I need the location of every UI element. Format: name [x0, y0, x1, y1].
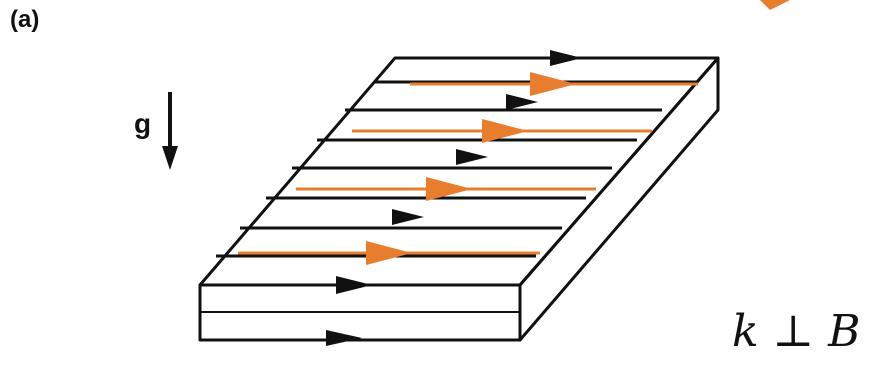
relation-perp: ⊥ [772, 306, 815, 357]
slab-top-face [198, 56, 720, 287]
wave-arrow-icon [530, 72, 576, 96]
wave-arrow-partial-icon [760, 0, 790, 10]
wave-arrow-icon [366, 241, 412, 265]
wave-arrows [238, 0, 790, 265]
slab-outline [198, 56, 720, 342]
field-arrow-icon [392, 209, 424, 225]
field-arrow-icon [506, 94, 538, 110]
relation-b: B [828, 306, 861, 357]
field-arrow-icon [326, 330, 362, 346]
wave-arrow-icon [426, 177, 472, 201]
field-arrow-icon [456, 149, 488, 165]
slab-grid-lines [216, 80, 697, 258]
relation-k: k [732, 306, 759, 357]
relation-label: k ⊥ B [732, 306, 860, 357]
slab-side-face [518, 56, 720, 342]
field-arrowheads [326, 50, 582, 346]
wave-arrow-icon [482, 119, 528, 143]
gravity-label: g [134, 108, 152, 139]
gravity-arrow-icon [162, 92, 178, 170]
field-arrow-icon [550, 50, 582, 66]
panel-label: (a) [10, 6, 40, 33]
field-arrow-icon [336, 276, 372, 294]
